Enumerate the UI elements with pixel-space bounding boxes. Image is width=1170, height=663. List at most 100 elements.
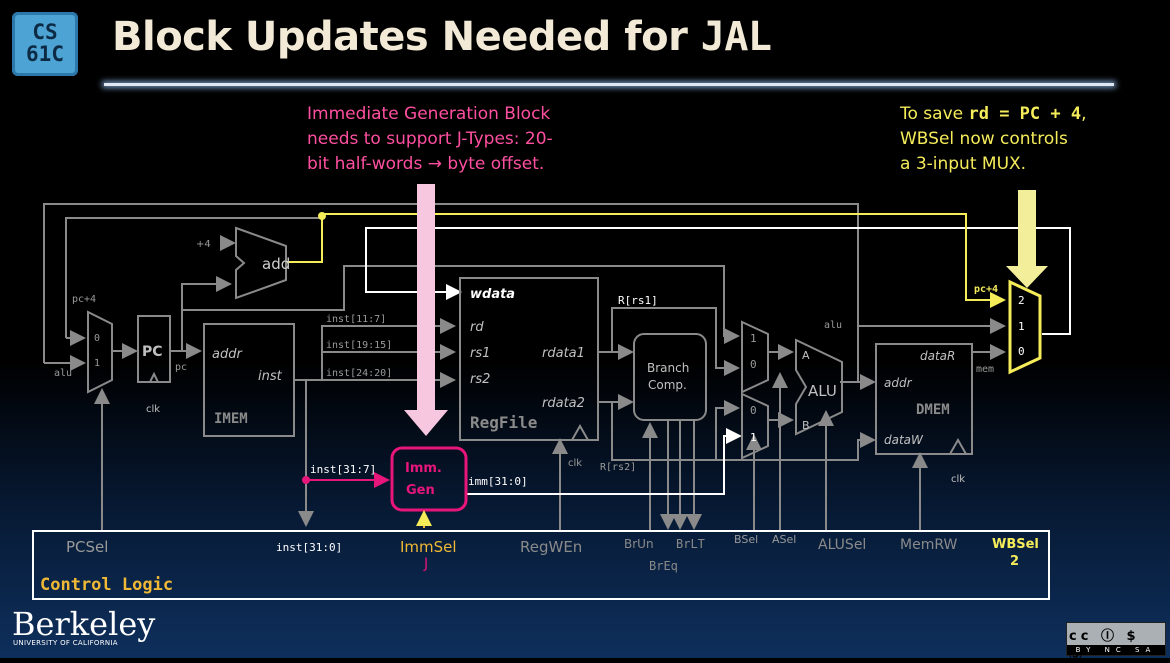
dmem-addr-label: addr (884, 376, 913, 390)
berkeley-logo: Berkeley (12, 605, 156, 643)
immsel-value: J (424, 556, 429, 572)
pink-callout-arrow (404, 184, 448, 436)
immsel-label: ImmSel (400, 538, 457, 556)
creative-commons-badge: cc Ⓘ $ Ⓢ BY NC SA (1066, 622, 1166, 663)
cs61c-logo: CS 61C (12, 12, 78, 76)
breq-label: BrEq (649, 559, 678, 573)
wire-pc4-wbmux (286, 213, 1006, 308)
bsel-label: BSel (734, 533, 759, 546)
alu-wire-label: alu (54, 368, 72, 379)
alu-label: ALU (808, 382, 837, 400)
wire-pc-amux (182, 265, 740, 344)
imem-block (203, 323, 295, 437)
pc-wire-label: pc (175, 362, 187, 373)
regwen-label: RegWEn (520, 538, 583, 556)
regfile-block (459, 277, 599, 441)
b-mux-input-0: 0 (750, 404, 757, 417)
dmem-dataw-label: dataW (884, 433, 924, 447)
cc-labels: BY NC SA (1067, 645, 1165, 655)
wbsel-value: 2 (1010, 554, 1020, 569)
pc-mux (87, 310, 113, 394)
control-logic-box (32, 530, 1050, 600)
wire-inst-rd (321, 318, 456, 380)
imm-gen-note-line-2: needs to support J-Types: 20- (307, 129, 553, 149)
imm-gen-note-line-3: bit half-words → byte offset. (307, 154, 545, 174)
imm-gen-label-1: Imm. (405, 461, 442, 476)
rs1-label: rs1 (470, 346, 490, 361)
wb-pc4-label: pc+4 (974, 284, 998, 295)
rd-label: rd (470, 320, 484, 335)
wbsel-note-prefix: To save (900, 104, 969, 124)
alusel-label: ALUSel (818, 537, 867, 553)
dmem-clk-label: clk (951, 474, 965, 485)
rs2-label: rs2 (470, 372, 490, 387)
title-code: JAL (700, 14, 772, 60)
wb-mux-input-2: 2 (1018, 294, 1025, 307)
title-text: Block Updates Needed for (112, 14, 701, 60)
pc-mux-input-0: 0 (94, 333, 100, 344)
wire-imm-bmux (466, 428, 742, 495)
pc4-wire-label: pc+4 (72, 294, 96, 305)
wbsel-note-line-3: a 3-input MUX. (900, 154, 1027, 174)
pcsel-label: PCSel (66, 538, 109, 556)
logo-line-2: 61C (26, 42, 64, 66)
imm-gen-label-2: Gen (406, 483, 435, 498)
wire-top-loop (43, 203, 859, 363)
asel-label: ASel (772, 533, 797, 546)
wb-mux-input-0: 0 (1018, 345, 1025, 358)
wire-rdata2-dmem (716, 432, 876, 461)
adder-label: add (262, 255, 290, 273)
wb-mux (1008, 279, 1042, 375)
wbsel-note-line-2: WBSel now controls (900, 129, 1068, 149)
pc-label: PC (142, 344, 163, 360)
brun-label: BrUn (624, 537, 654, 551)
wb-mux-input-1: 1 (1018, 320, 1025, 333)
alu-out-label: alu (824, 320, 842, 331)
dmem-label: DMEM (916, 402, 950, 418)
imem-inst-label: inst (258, 369, 283, 384)
wire-pc-add (181, 276, 232, 351)
imm-31-0-label: imm[31:0] (468, 475, 528, 488)
wire-pc4-feedback (65, 217, 322, 338)
inst-control-label: inst[31:0] (276, 541, 343, 554)
wbsel-note-suffix: , (1081, 104, 1087, 124)
regfile-clk-label: clk (568, 458, 582, 469)
imm-gen-note: Immediate Generation Block needs to supp… (307, 102, 577, 177)
rdata2-label: rdata2 (542, 396, 585, 411)
logo-line-1: CS (32, 20, 58, 44)
imm-gen-note-line-1: Immediate Generation Block (307, 104, 551, 124)
imem-label: IMEM (214, 411, 248, 427)
inst-24-20-label: inst[24:20] (326, 368, 392, 379)
memrw-label: MemRW (900, 537, 958, 553)
pc-adder (235, 226, 287, 300)
dmem-datar-label: dataR (920, 349, 955, 363)
title-underline (104, 83, 1114, 86)
yellow-callout-arrow (1006, 190, 1048, 288)
wire-rdata2-bmux (611, 400, 740, 461)
inst-19-15-label: inst[19:15] (326, 340, 392, 351)
wdata-label: wdata (470, 287, 515, 302)
imem-addr-label: addr (212, 347, 243, 362)
brlt-label: BrLT (676, 537, 705, 551)
inst-31-7-label: inst[31:7] (310, 463, 376, 476)
wbsel-label: WBSel (992, 537, 1039, 552)
wire-rdata1-amux (611, 307, 740, 376)
pc-clk-label: clk (146, 404, 160, 415)
dmem-block (875, 343, 973, 455)
a-mux-input-1: 1 (750, 332, 757, 345)
wire-writeback (365, 227, 1071, 335)
b-mux-input-1: 1 (750, 431, 757, 444)
branch-comp-label-1: Branch (647, 361, 689, 375)
b-mux (741, 392, 769, 460)
wire-inst-down (294, 379, 314, 527)
cc-icons: cc Ⓘ $ Ⓢ (1069, 629, 1140, 663)
wbsel-note: To save rd = PC + 4, WBSel now controls … (900, 102, 1160, 177)
rdata1-label: rdata1 (542, 346, 585, 361)
alu-block (795, 338, 843, 436)
inst-11-7-label: inst[11:7] (326, 314, 386, 325)
r-rs2-label: R[rs2] (600, 462, 636, 473)
r-rs1-label: R[rs1] (618, 294, 658, 307)
plus4-label: +4 (196, 239, 211, 250)
